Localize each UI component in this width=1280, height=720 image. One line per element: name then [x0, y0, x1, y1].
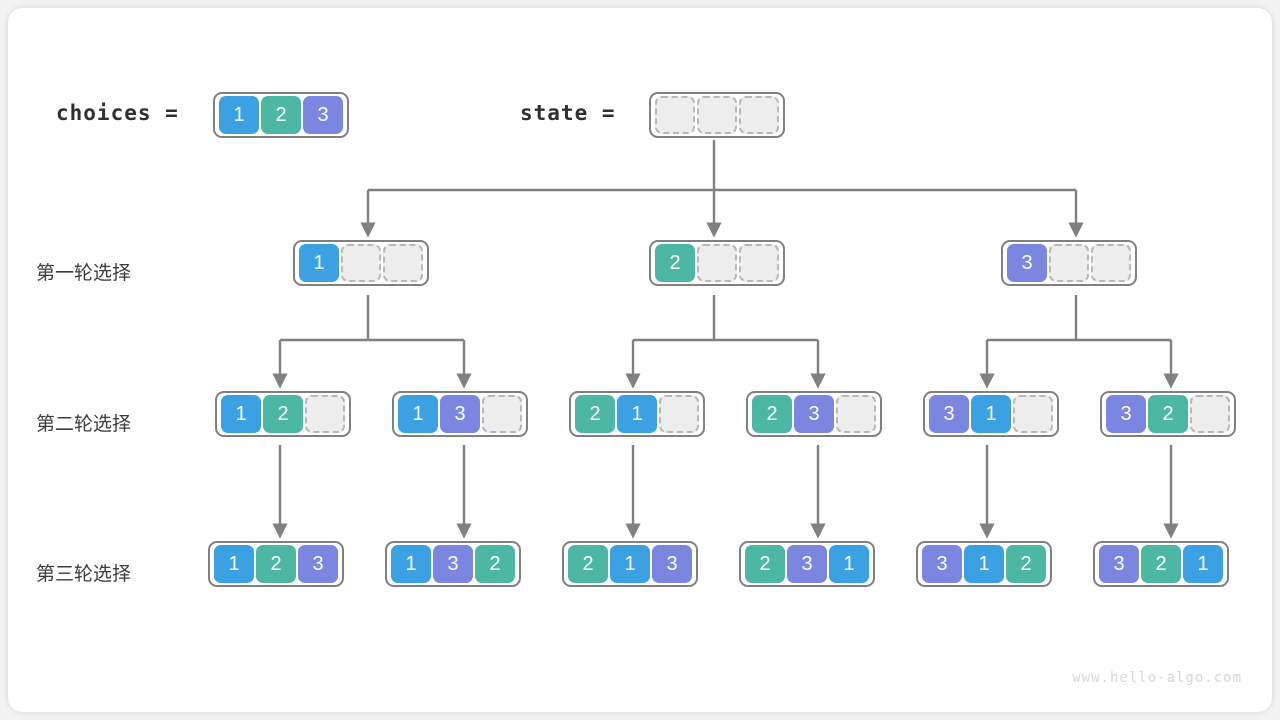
level1-node-0-empty-cell-2: [383, 244, 423, 282]
row-label-round-1: 第一轮选择: [36, 263, 132, 284]
level1-node-0-cell-0: 1: [299, 244, 339, 282]
level1-node-2-cell-0: 3: [1007, 244, 1047, 282]
level2-node-0-empty-cell-2: [305, 395, 345, 433]
level3-node-4-cell-2: 2: [1006, 545, 1046, 583]
level2-node-0-cell-0: 1: [221, 395, 261, 433]
level1-node-2-empty-cell-1: [1049, 244, 1089, 282]
level1-node-1-empty-cell-2: [739, 244, 779, 282]
level1-node-2: 3: [1001, 240, 1137, 286]
level1-node-1: 2: [649, 240, 785, 286]
choices-cell-1: 2: [261, 96, 301, 134]
level3-node-2-cell-2: 3: [652, 545, 692, 583]
level3-node-1-cell-1: 3: [433, 545, 473, 583]
level2-node-1-empty-cell-2: [482, 395, 522, 433]
level3-node-0-cell-0: 1: [214, 545, 254, 583]
level2-node-3-cell-1: 3: [794, 395, 834, 433]
level3-node-0-cell-2: 3: [298, 545, 338, 583]
level1-node-1-cell-0: 2: [655, 244, 695, 282]
level1-node-0: 1: [293, 240, 429, 286]
level2-node-1-cell-0: 1: [398, 395, 438, 433]
level2-node-5-cell-0: 3: [1106, 395, 1146, 433]
level3-node-1-cell-0: 1: [391, 545, 431, 583]
level3-node-4-cell-0: 3: [922, 545, 962, 583]
level3-node-2-cell-0: 2: [568, 545, 608, 583]
watermark: www.hello-algo.com: [1072, 670, 1242, 686]
choices-cell-2: 3: [303, 96, 343, 134]
level2-node-4-empty-cell-2: [1013, 395, 1053, 433]
level3-node-5-cell-1: 2: [1141, 545, 1181, 583]
choices-cell-0: 1: [219, 96, 259, 134]
level2-node-0-cell-1: 2: [263, 395, 303, 433]
level3-node-5-cell-0: 3: [1099, 545, 1139, 583]
row-label-round-2: 第二轮选择: [36, 414, 132, 435]
level3-node-4-cell-1: 1: [964, 545, 1004, 583]
level2-node-3-empty-cell-2: [836, 395, 876, 433]
state-label: state =: [520, 101, 616, 125]
level2-node-2-cell-0: 2: [575, 395, 615, 433]
level2-node-5-cell-1: 2: [1148, 395, 1188, 433]
level1-node-0-empty-cell-1: [341, 244, 381, 282]
level3-node-5-cell-2: 1: [1183, 545, 1223, 583]
level2-node-5-empty-cell-2: [1190, 395, 1230, 433]
state-empty-cell-0: [655, 96, 695, 134]
level2-node-2-cell-1: 1: [617, 395, 657, 433]
level1-node-1-empty-cell-1: [697, 244, 737, 282]
level2-node-4-cell-0: 3: [929, 395, 969, 433]
level3-node-3-cell-1: 3: [787, 545, 827, 583]
state-empty-cell-1: [697, 96, 737, 134]
row-label-round-3: 第三轮选择: [36, 564, 132, 585]
level3-node-2-cell-1: 1: [610, 545, 650, 583]
connector-lines: [272, 140, 1179, 539]
level3-node-0-cell-1: 2: [256, 545, 296, 583]
level1-node-2-empty-cell-2: [1091, 244, 1131, 282]
level3-node-3-cell-2: 1: [829, 545, 869, 583]
state-empty-cell-2: [739, 96, 779, 134]
level3-node-1-cell-2: 2: [475, 545, 515, 583]
level3-node-3-cell-0: 2: [745, 545, 785, 583]
choices-label: choices =: [56, 101, 179, 125]
level2-node-3-cell-0: 2: [752, 395, 792, 433]
level2-node-4-cell-1: 1: [971, 395, 1011, 433]
state-array: [649, 92, 785, 138]
level2-node-2-empty-cell-2: [659, 395, 699, 433]
level2-node-1-cell-1: 3: [440, 395, 480, 433]
